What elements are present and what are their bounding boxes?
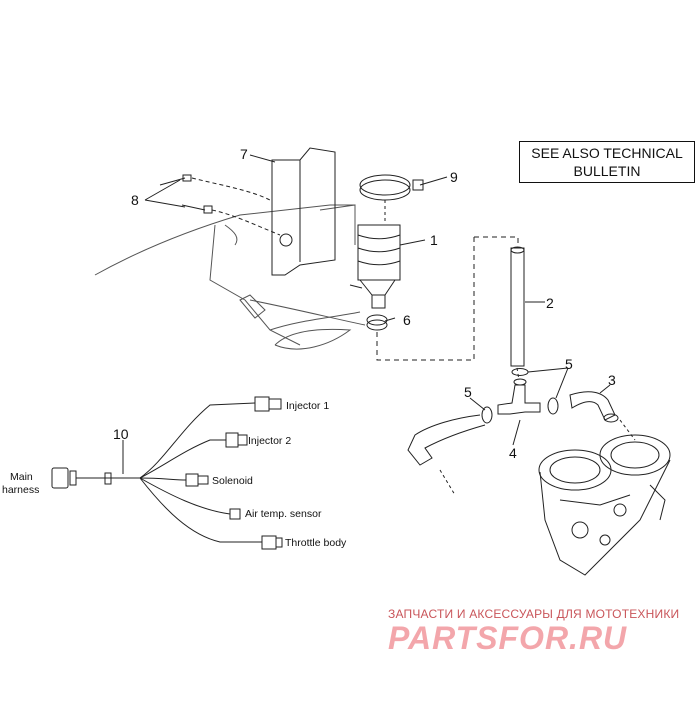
notice-line-2: BULLETIN <box>573 163 641 179</box>
routing-line <box>376 236 519 361</box>
orings-part-5 <box>481 368 559 424</box>
clamp-part-9 <box>359 174 424 222</box>
technical-bulletin-notice: SEE ALSO TECHNICAL BULLETIN <box>519 141 695 183</box>
callout-7: 7 <box>240 146 248 162</box>
canister-part-1 <box>349 224 401 309</box>
assembly-lines <box>439 419 636 496</box>
callout-1: 1 <box>430 232 438 248</box>
clamp-part-6 <box>366 314 388 331</box>
screws-part-8 <box>159 174 281 236</box>
watermark-logo: PARTSFOR.RU <box>388 620 628 656</box>
tee-fitting-part-4 <box>497 378 541 415</box>
solenoid-label: Solenoid <box>212 475 253 487</box>
vacuum-hose <box>407 414 486 466</box>
notice-line-1: SEE ALSO TECHNICAL <box>531 145 683 161</box>
callout-6: 6 <box>403 312 411 328</box>
callout-8: 8 <box>131 192 139 208</box>
injector-2-label: Injector 2 <box>248 435 292 447</box>
air-temp-sensor-label: Air temp. sensor <box>245 508 322 520</box>
callout-5-left: 5 <box>464 384 472 400</box>
throttle-body-assembly <box>538 434 671 576</box>
callout-4: 4 <box>509 445 517 461</box>
main-harness-label-line-2: harness <box>2 484 40 496</box>
elbow-hose-part-3 <box>569 391 619 423</box>
callout-10: 10 <box>113 426 129 442</box>
callout-3: 3 <box>608 372 616 388</box>
callout-2: 2 <box>546 295 554 311</box>
bracket-part-7 <box>271 147 336 276</box>
callout-leaders <box>122 154 611 474</box>
wiring-harness-part-10 <box>51 396 283 550</box>
callout-9: 9 <box>450 169 458 185</box>
injector-1-label: Injector 1 <box>286 400 330 412</box>
main-harness-label-line-1: Main <box>10 471 33 483</box>
callout-5-right: 5 <box>565 356 573 372</box>
hose-part-2 <box>510 246 525 381</box>
frame-outline <box>94 204 366 350</box>
watermark-tagline: ЗАПЧАСТИ И АКСЕССУАРЫ ДЛЯ МОТОТЕХНИКИ <box>388 607 680 621</box>
throttle-body-label: Throttle body <box>285 537 347 549</box>
